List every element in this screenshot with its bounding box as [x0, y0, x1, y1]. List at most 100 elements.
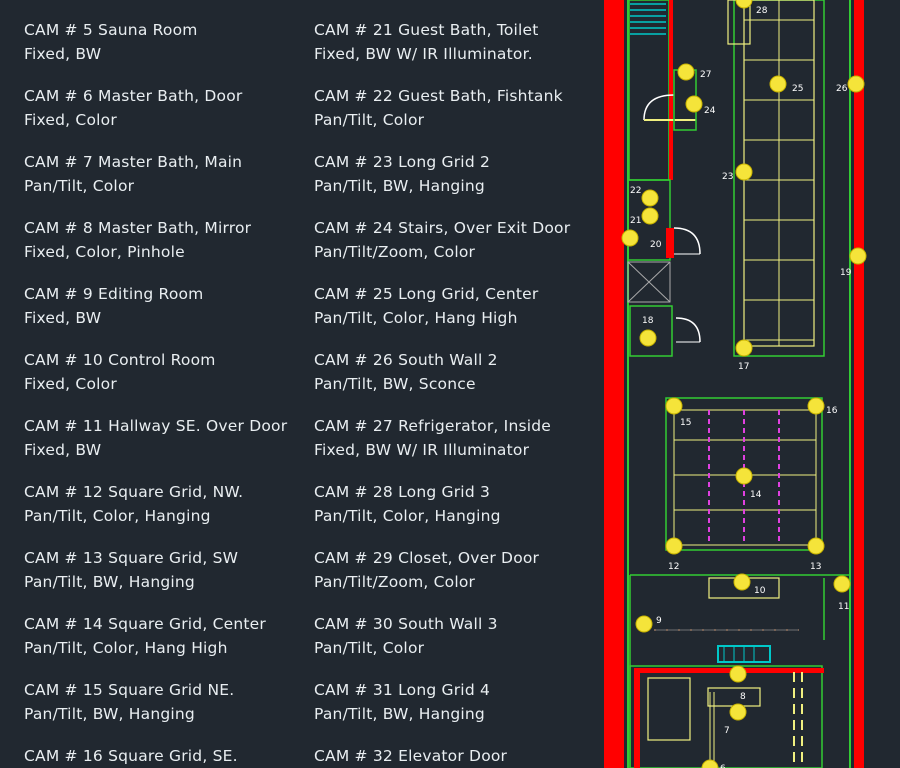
- camera-number: 15: [680, 418, 691, 428]
- camera-dot: [639, 329, 657, 347]
- camera-dot: [847, 75, 865, 93]
- camera-dot: [685, 95, 703, 113]
- west-wall: [604, 0, 624, 768]
- camera-title: CAM # 27 Refrigerator, Inside: [314, 417, 552, 435]
- camera-marker: 28: [735, 0, 768, 16]
- camera-number: 21: [630, 216, 641, 226]
- camera-dot: [735, 163, 753, 181]
- square-grid-room: [665, 397, 823, 551]
- camera-dot: [665, 537, 683, 555]
- camera-entry: CAM # 26 South Wall 2 Pan/Tilt, BW, Sconc…: [314, 348, 498, 396]
- camera-dot: [621, 229, 639, 247]
- camera-marker: 8: [729, 665, 747, 702]
- camera-marker: 18: [639, 316, 657, 347]
- camera-marker: 14: [735, 467, 762, 500]
- camera-dot: [735, 467, 753, 485]
- camera-title: CAM # 5 Sauna Room: [24, 21, 198, 39]
- camera-detail: Fixed, BW: [24, 441, 102, 459]
- camera-number: 9: [656, 616, 662, 626]
- camera-detail: Fixed, Color, Pinhole: [24, 243, 185, 261]
- camera-title: CAM # 11 Hallway SE. Over Door: [24, 417, 288, 435]
- camera-detail: Pan/Tilt, Color: [314, 111, 425, 129]
- camera-marker: 21: [630, 207, 659, 226]
- camera-detail: Pan/Tilt/Zoom, Color: [314, 243, 476, 261]
- camera-marker: 23: [722, 163, 753, 182]
- camera-number: 27: [700, 70, 711, 80]
- camera-entry: CAM # 32 Elevator Door: [314, 744, 507, 768]
- camera-title: CAM # 24 Stairs, Over Exit Door: [314, 219, 571, 237]
- camera-title: CAM # 25 Long Grid, Center: [314, 285, 539, 303]
- camera-title: CAM # 8 Master Bath, Mirror: [24, 219, 252, 237]
- camera-number: 25: [792, 84, 803, 94]
- camera-number: 18: [642, 316, 654, 326]
- camera-title: CAM # 21 Guest Bath, Toilet: [314, 21, 539, 39]
- camera-detail: Fixed, BW: [24, 309, 102, 327]
- camera-dot: [701, 759, 719, 768]
- camera-marker: 11: [833, 575, 851, 612]
- camera-dot: [735, 0, 753, 9]
- camera-title: CAM # 30 South Wall 3: [314, 615, 498, 633]
- camera-entry: CAM # 30 South Wall 3 Pan/Tilt, Color: [314, 612, 498, 660]
- stairs: [630, 3, 666, 35]
- camera-title: CAM # 32 Elevator Door: [314, 747, 508, 765]
- camera-marker: 24: [685, 95, 716, 116]
- camera-detail: Fixed, BW: [24, 45, 102, 63]
- camera-number: 11: [838, 602, 849, 612]
- camera-title: CAM # 16 Square Grid, SE.: [24, 747, 238, 765]
- camera-number: 23: [722, 172, 733, 182]
- camera-dot: [677, 63, 695, 81]
- camera-title: CAM # 29 Closet, Over Door: [314, 549, 540, 567]
- camera-detail: Pan/Tilt, Color, Hanging: [24, 507, 211, 525]
- camera-dot: [641, 207, 659, 225]
- camera-marker: 20: [621, 229, 662, 250]
- camera-dot: [769, 75, 787, 93]
- camera-number: 17: [738, 362, 749, 372]
- camera-title: CAM # 26 South Wall 2: [314, 351, 498, 369]
- camera-number: 28: [756, 6, 768, 16]
- camera-title: CAM # 6 Master Bath, Door: [24, 87, 243, 105]
- camera-detail: Pan/Tilt, Color: [314, 639, 425, 657]
- camera-detail: Fixed, Color: [24, 375, 117, 393]
- camera-detail: Fixed, Color: [24, 111, 117, 129]
- camera-title: CAM # 15 Square Grid NE.: [24, 681, 235, 699]
- camera-detail: Fixed, BW W/ IR Illuminator: [314, 441, 530, 459]
- camera-number: 20: [650, 240, 662, 250]
- camera-dot: [665, 397, 683, 415]
- camera-number: 16: [826, 406, 838, 416]
- camera-number: 22: [630, 186, 641, 196]
- camera-entry: CAM # 16 Square Grid, SE.: [24, 744, 238, 768]
- camera-marker: 25: [769, 75, 803, 94]
- camera-dot: [807, 537, 825, 555]
- camera-title: CAM # 13 Square Grid, SW: [24, 549, 239, 567]
- camera-marker: 13: [807, 537, 825, 572]
- camera-number: 6: [720, 764, 726, 768]
- camera-number: 24: [704, 106, 716, 116]
- camera-marker: 15: [665, 397, 691, 428]
- camera-title: CAM # 12 Square Grid, NW.: [24, 483, 244, 501]
- camera-title: CAM # 31 Long Grid 4: [314, 681, 491, 699]
- camera-detail: Pan/Tilt, BW, Sconce: [314, 375, 476, 393]
- camera-marker: 16: [807, 397, 838, 416]
- camera-marker: 12: [665, 537, 683, 572]
- long-grid-room: [733, 0, 825, 357]
- camera-marker: 22: [630, 186, 659, 207]
- camera-title: CAM # 22 Guest Bath, Fishtank: [314, 87, 563, 105]
- camera-marker: 6: [701, 759, 726, 768]
- camera-detail: Pan/Tilt, Color, Hang High: [314, 309, 518, 327]
- camera-title: CAM # 28 Long Grid 3: [314, 483, 491, 501]
- camera-marker: 9: [635, 615, 662, 633]
- camera-marker: 10: [733, 573, 766, 596]
